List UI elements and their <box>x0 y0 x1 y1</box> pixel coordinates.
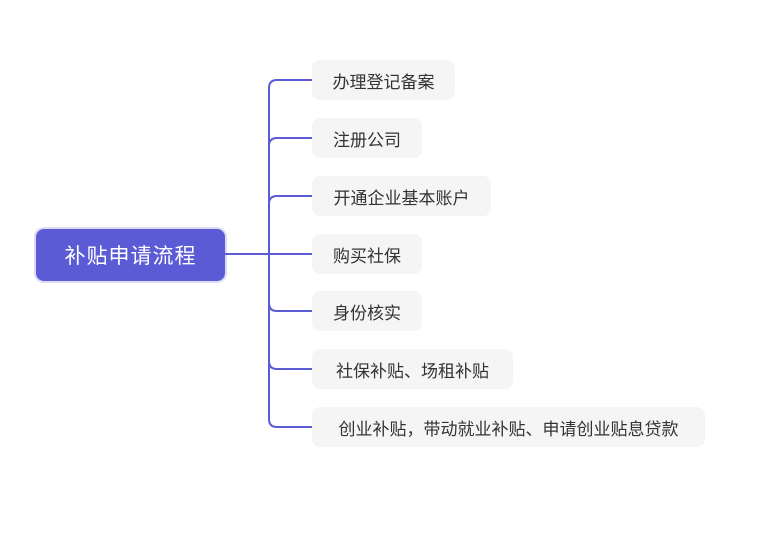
node-label: 创业补贴，带动就业补贴、申请创业贴息贷款 <box>338 419 679 439</box>
node-register-company[interactable]: 注册公司 <box>312 118 422 158</box>
node-registration-filing[interactable]: 办理登记备案 <box>312 60 455 100</box>
root-node-label: 补贴申请流程 <box>64 245 197 268</box>
connector-branch-7 <box>268 253 313 428</box>
node-label: 社保补贴、场租补贴 <box>336 361 489 381</box>
connector-branch-3 <box>268 195 313 255</box>
node-label: 身份核实 <box>333 303 401 323</box>
connector-branch-1 <box>268 79 313 255</box>
node-startup-subsidies-and-loan[interactable]: 创业补贴，带动就业补贴、申请创业贴息贷款 <box>312 407 705 447</box>
connector-branch-2 <box>268 137 313 255</box>
node-identity-verification[interactable]: 身份核实 <box>312 291 422 331</box>
node-label: 注册公司 <box>333 130 401 150</box>
node-label: 办理登记备案 <box>332 72 435 92</box>
node-label: 购买社保 <box>333 246 401 266</box>
connector-branch-5 <box>268 253 313 312</box>
node-buy-social-insurance[interactable]: 购买社保 <box>312 234 422 274</box>
node-label: 开通企业基本账户 <box>333 188 470 208</box>
connector-branch-6 <box>268 253 313 370</box>
node-social-insurance-and-rent-subsidy[interactable]: 社保补贴、场租补贴 <box>312 349 513 389</box>
root-node-subsidy-application-process[interactable]: 补贴申请流程 <box>36 229 225 281</box>
node-open-basic-enterprise-account[interactable]: 开通企业基本账户 <box>312 176 491 216</box>
